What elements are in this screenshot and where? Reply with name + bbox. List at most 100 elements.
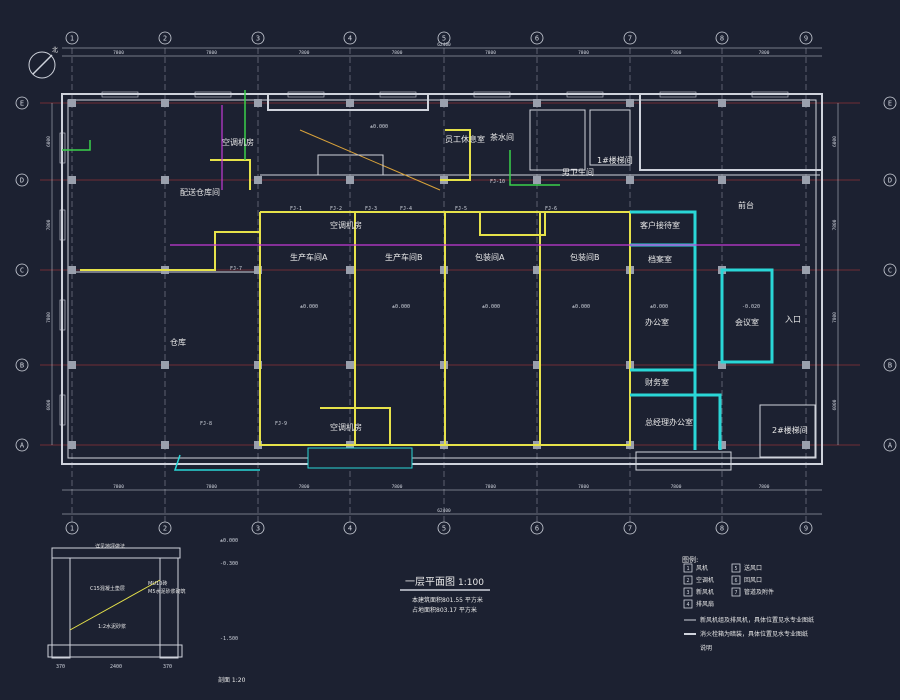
grid-bubble <box>883 358 897 372</box>
section-dim: 370 <box>56 664 65 670</box>
grid-bubble <box>251 521 265 535</box>
column <box>161 99 169 107</box>
elevation-mark: ±0.000 <box>392 304 410 310</box>
grid-bubble <box>883 263 897 277</box>
column <box>346 266 354 274</box>
warehouse-line <box>80 231 260 271</box>
equipment-tag: FJ-9 <box>275 421 287 427</box>
column <box>254 361 262 369</box>
legend-item-text: 空调机 <box>696 576 714 584</box>
legend-symbol-label: 2 <box>686 578 689 584</box>
north-wall-profile <box>62 93 822 171</box>
section-elev: -1.500 <box>220 636 238 642</box>
section-leader <box>69 579 161 631</box>
legend-line: 消火栓箱为暗装，具体位置见水专业图纸 <box>700 630 808 638</box>
section-label: M5水泥砂浆砌筑 <box>148 588 186 595</box>
grid-bubble <box>158 31 172 45</box>
grid-bubble-label: 5 <box>442 35 446 43</box>
room-label: 前台 <box>738 200 754 210</box>
elevation-mark: -0.020 <box>742 304 760 310</box>
grid-bubble-label: 2 <box>163 35 167 43</box>
dimension-value: 7800 <box>46 312 52 323</box>
dimension-value: 7800 <box>578 50 589 56</box>
window <box>59 209 66 241</box>
grid-bubble-label: 7 <box>628 525 632 533</box>
grid-bubble <box>15 263 29 277</box>
elevation-mark: ±0.000 <box>300 304 318 310</box>
stair-duct <box>440 129 471 181</box>
legend-symbol <box>731 587 741 597</box>
section-footing <box>47 644 183 658</box>
grid-bubble-label: D <box>888 177 892 185</box>
section-slab <box>51 547 181 559</box>
grid-bubble <box>799 521 813 535</box>
grid-bubble-label: 1 <box>70 35 74 43</box>
legend-title: 图例: <box>682 555 698 564</box>
column <box>718 176 726 184</box>
equipment-tag: FJ-7 <box>230 266 242 272</box>
dimension-value: 6000 <box>46 399 52 410</box>
grid-bubble-label: B <box>888 362 892 370</box>
column <box>718 99 726 107</box>
south-entry-steps <box>635 451 732 471</box>
grid-bubble-label: E <box>20 100 24 108</box>
window <box>59 132 66 164</box>
dimension-value: 7800 <box>206 484 217 490</box>
grid-bubble-label: 1 <box>70 525 74 533</box>
legend-symbol <box>683 575 693 585</box>
room-label: 配送仓库间 <box>180 187 220 197</box>
section-dim: 2400 <box>110 664 122 670</box>
drawing-title-block: 一层平面图 1:100 本建筑面积801.55 平方米 占地面积803.17 平… <box>400 576 490 614</box>
window <box>59 394 66 426</box>
grid-bubble <box>65 521 79 535</box>
legend-symbol-label: 5 <box>734 566 737 572</box>
room-label: 生产车间B <box>385 252 423 262</box>
dimension-value: 7800 <box>392 50 403 56</box>
column <box>533 176 541 184</box>
column <box>533 361 541 369</box>
dimension-value: 7800 <box>299 484 310 490</box>
grid-bubble <box>15 358 29 372</box>
elevation-mark: ±0.000 <box>482 304 500 310</box>
window <box>751 91 789 98</box>
grid-bubble <box>437 521 451 535</box>
equipment-tag: FJ-6 <box>545 206 557 212</box>
section-elev: ±0.000 <box>220 538 238 544</box>
elevation-mark: ±0.000 <box>370 124 388 130</box>
service-lines <box>62 90 800 471</box>
legend-item-text: 风机 <box>696 564 708 572</box>
room-label: 男卫生间 <box>562 167 594 177</box>
room-label: 客户接待室 <box>640 220 680 230</box>
legend-symbol <box>683 587 693 597</box>
column <box>802 266 810 274</box>
north-label: 北 <box>52 46 58 54</box>
legend-symbol <box>731 575 741 585</box>
legend-item-text: 管道及附件 <box>744 588 774 596</box>
column <box>68 441 76 449</box>
grid-bubble-label: A <box>888 442 893 450</box>
grid-bubble-label: 2 <box>163 525 167 533</box>
grid-bubble <box>343 31 357 45</box>
grid-bubble-label: D <box>20 177 24 185</box>
area-note-1: 本建筑面积801.55 平方米 <box>412 596 483 604</box>
grid-bubble-label: E <box>888 100 892 108</box>
column <box>718 361 726 369</box>
section-label: 详见地坪做法 <box>95 543 125 550</box>
ac-room-a <box>320 407 391 445</box>
legend-symbol-label: 1 <box>686 566 689 572</box>
equipment-tag: FJ-8 <box>200 421 212 427</box>
column <box>346 361 354 369</box>
room-label: 会议室 <box>735 317 759 327</box>
stair-2 <box>759 404 816 458</box>
grid-bubble-label: 9 <box>804 35 808 43</box>
legend-symbol <box>683 563 693 573</box>
dimension-value: 6000 <box>832 136 838 147</box>
area-note-2: 占地面积803.17 平方米 <box>412 606 477 614</box>
column <box>533 99 541 107</box>
grid-bubble-label: 4 <box>348 35 352 43</box>
orange-leader <box>299 129 441 191</box>
window <box>566 91 604 98</box>
